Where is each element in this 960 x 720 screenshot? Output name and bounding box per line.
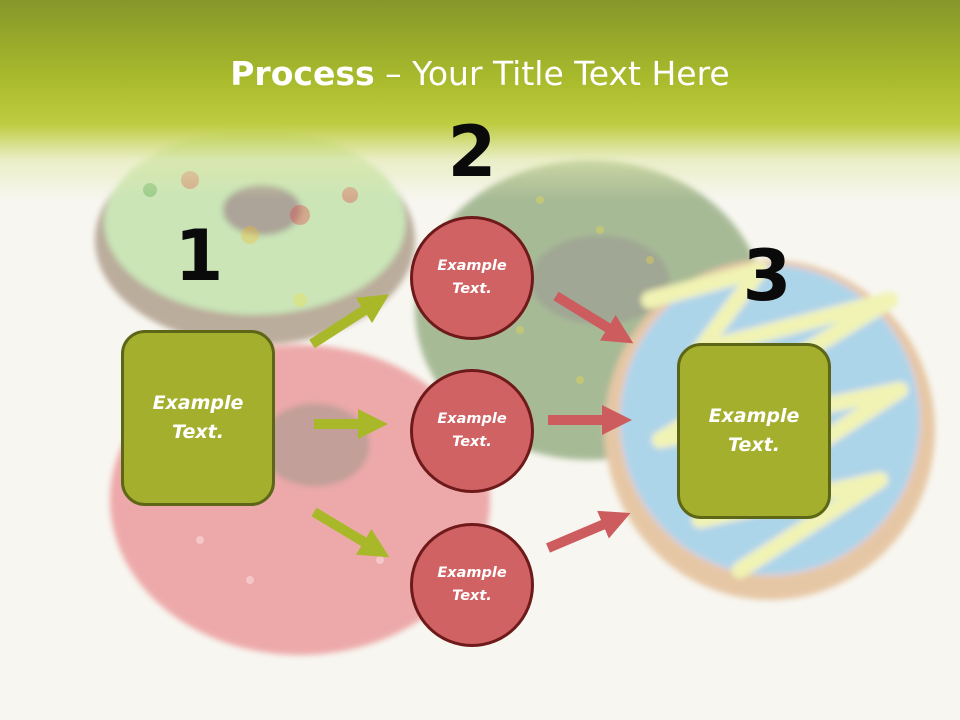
arrow-down-right-green xyxy=(311,507,390,558)
step-3-number: 3 xyxy=(742,235,792,317)
slide-title: Process – Your Title Text Here xyxy=(0,52,960,96)
step-3-box: Example Text. xyxy=(677,343,831,519)
header-band xyxy=(0,0,960,200)
step-2-circle-middle: Example Text. xyxy=(410,369,534,493)
step-2-circle-top: Example Text. xyxy=(410,216,534,340)
title-rest: – Your Title Text Here xyxy=(374,54,730,93)
title-bold: Process xyxy=(230,54,375,93)
circle-top-text: Example Text. xyxy=(437,258,507,297)
step-1-box: Example Text. xyxy=(121,330,275,506)
step-1-number: 1 xyxy=(174,215,224,297)
circle-middle-text: Example Text. xyxy=(437,411,507,450)
step-2-circle-bottom: Example Text. xyxy=(410,523,534,647)
step-2-number: 2 xyxy=(447,111,497,193)
step-3-box-text: Example Text. xyxy=(708,405,800,456)
arrow-up-right-green xyxy=(309,294,390,349)
arrow-up-right-red xyxy=(546,510,631,553)
arrow-down-right-red xyxy=(553,291,634,344)
step-1-box-text: Example Text. xyxy=(152,392,244,443)
circle-bottom-text: Example Text. xyxy=(437,565,507,604)
